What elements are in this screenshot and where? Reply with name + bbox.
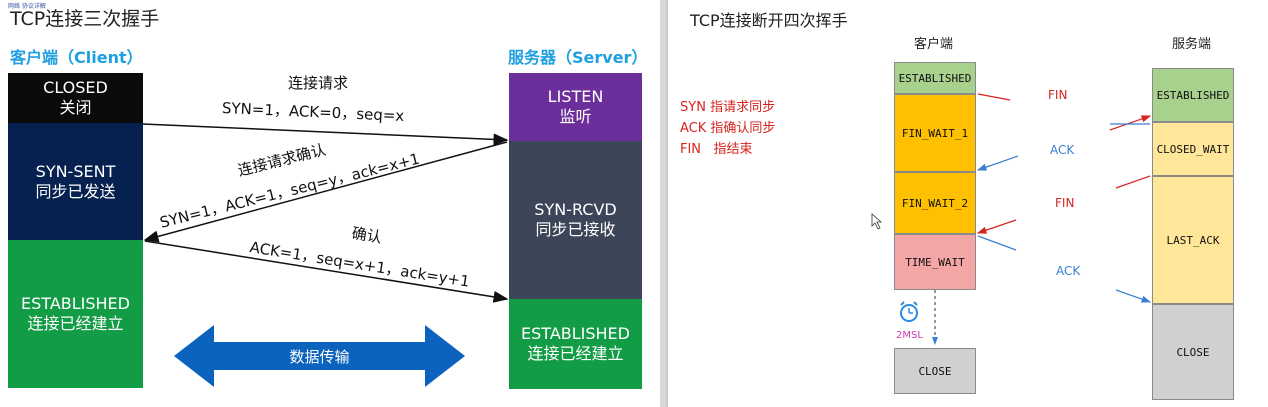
server-state-established: ESTABLISHED xyxy=(1152,68,1234,122)
client-state-established: ESTABLISHED 连接已经建立 xyxy=(8,240,143,388)
client-state-closed-desc: 关闭 xyxy=(59,98,92,117)
server-state-established-name: ESTABLISHED xyxy=(521,324,630,343)
handshake-title: TCP连接三次握手 xyxy=(10,8,160,30)
legend-ack-key: ACK xyxy=(680,121,707,136)
server-state-established: ESTABLISHED 连接已经建立 xyxy=(509,299,642,389)
server-state-listen: LISTEN 监听 xyxy=(509,73,642,141)
server-state-syn-rcvd: SYN-RCVD 同步已接收 xyxy=(509,141,642,299)
server-label: 服务器（Server） xyxy=(508,48,648,67)
timer-2msl-label: 2MSL xyxy=(896,330,923,341)
legend-syn: SYN 指请求同步 xyxy=(680,96,775,115)
client-state-fin-wait-2: FIN_WAIT_2 xyxy=(894,172,976,234)
client-state-established-name: ESTABLISHED xyxy=(21,294,130,313)
client-state-syn-sent-desc: 同步已发送 xyxy=(35,181,116,201)
ack-2-arrow-end xyxy=(1115,289,1152,303)
server-state-close: CLOSE xyxy=(1152,304,1234,400)
server-state-syn-rcvd-desc: 同步已接收 xyxy=(535,220,616,239)
server-state-listen-desc: 监听 xyxy=(559,107,592,126)
client-state-established: ESTABLISHED xyxy=(894,62,976,94)
legend-ack-text: 指确认同步 xyxy=(710,121,776,136)
fin-1-arrow-end xyxy=(1109,115,1152,131)
alarm-clock-icon xyxy=(900,301,918,322)
msg-1-title: 连接请求 xyxy=(288,74,349,92)
client-state-fin-wait-1: FIN_WAIT_1 xyxy=(894,94,976,172)
server-state-closed-wait: CLOSED_WAIT xyxy=(1152,122,1234,176)
syn-arrow xyxy=(142,123,509,146)
ack-1-arrow-end xyxy=(976,155,1019,171)
client-state-closed-name: CLOSED xyxy=(43,78,108,97)
server-state-listen-name: LISTEN xyxy=(547,87,604,106)
server-state-established-desc: 连接已经建立 xyxy=(527,344,624,363)
teardown-client-label: 客户端 xyxy=(914,37,954,52)
header-tiny-text: 网络 协议详解 xyxy=(8,3,46,10)
flag-ack-1: ACK xyxy=(1050,143,1075,157)
legend-fin: FIN 指结束 xyxy=(680,138,752,157)
fin-1-arrow-start xyxy=(977,93,1011,101)
flag-fin-2: FIN xyxy=(1055,196,1075,210)
handshake-arrows xyxy=(142,123,509,387)
data-transfer-arrow xyxy=(174,325,465,387)
teardown-arrows xyxy=(871,93,1152,345)
server-state-syn-rcvd-name: SYN-RCVD xyxy=(534,200,617,219)
client-label: 客户端（Client） xyxy=(10,48,143,67)
client-state-time-wait: TIME_WAIT xyxy=(894,234,976,290)
data-transfer-label: 数据传输 xyxy=(289,348,350,366)
teardown-server-label: 服务端 xyxy=(1172,37,1212,52)
ack-2-arrow-start xyxy=(977,235,1017,251)
legend-fin-text: 指结束 xyxy=(713,142,753,157)
client-state-close: CLOSE xyxy=(894,348,976,394)
legend-ack: ACK 指确认同步 xyxy=(680,117,775,136)
syn-ack-arrow xyxy=(143,141,508,243)
legend-syn-key: SYN xyxy=(680,100,706,115)
teardown-title: TCP连接断开四次挥手 xyxy=(690,11,848,30)
ack-arrow xyxy=(144,240,509,303)
server-state-last-ack: LAST_ACK xyxy=(1152,176,1234,304)
handshake-panel: 网络 协议详解 TCP连接三次握手 客户端（Client） 服务器（Server… xyxy=(0,0,660,407)
msg-3-title: 确认 xyxy=(350,224,383,247)
flag-fin-1: FIN xyxy=(1048,88,1068,102)
fin-2-arrow-end xyxy=(976,219,1017,234)
legend-syn-text: 指请求同步 xyxy=(710,100,776,115)
client-state-syn-sent-name: SYN-SENT xyxy=(35,161,116,181)
client-state-closed: CLOSED 关闭 xyxy=(8,73,143,123)
flag-ack-2: ACK xyxy=(1056,264,1081,278)
legend-fin-key: FIN xyxy=(680,142,702,157)
client-state-syn-sent: SYN-SENT 同步已发送 xyxy=(8,123,143,240)
client-state-established-desc: 连接已经建立 xyxy=(27,314,124,333)
teardown-panel: TCP连接断开四次挥手 客户端 服务端 SYN 指请求同步 ACK 指确认同步 … xyxy=(666,0,1268,407)
fin-2-arrow-start xyxy=(1115,175,1151,189)
mouse-cursor-icon xyxy=(871,213,883,230)
